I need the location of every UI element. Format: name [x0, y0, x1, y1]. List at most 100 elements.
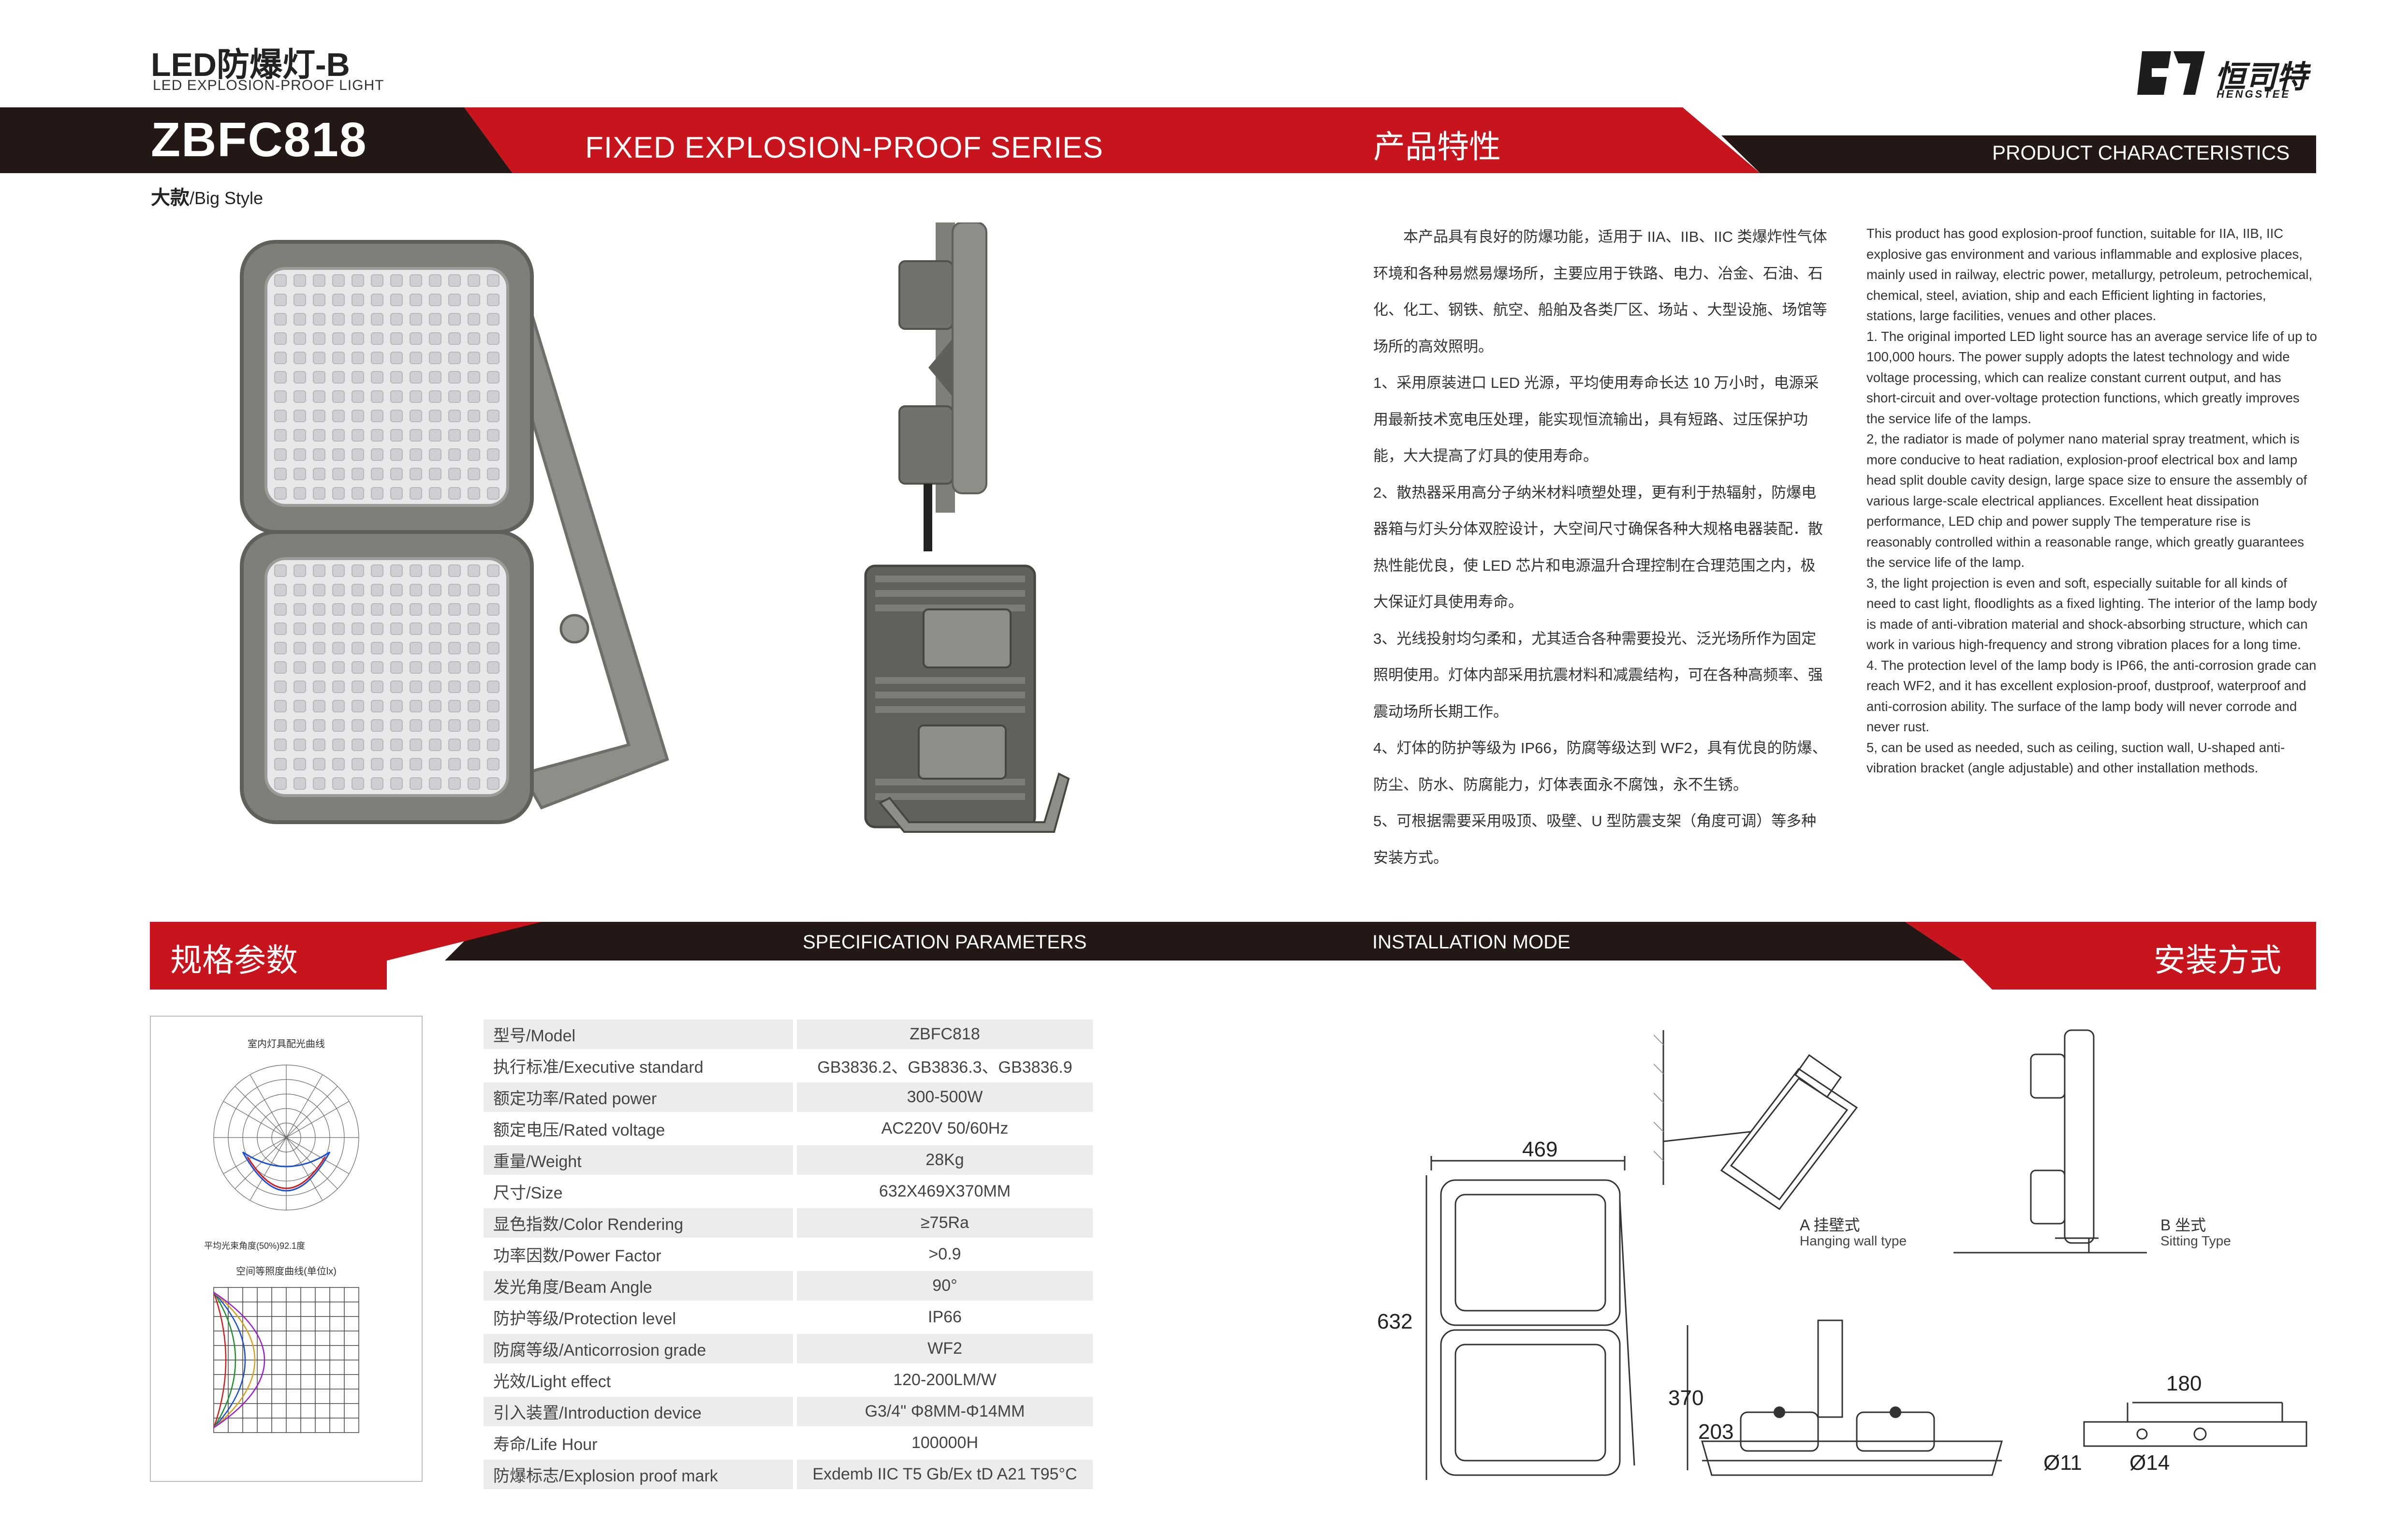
characteristics-heading-cn: 产品特性: [1373, 129, 1501, 164]
product-front-image: [240, 240, 669, 824]
header-band: [0, 107, 2408, 173]
spec-heading-cn: 规格参数: [170, 942, 298, 978]
spec-value: >0.9: [797, 1240, 1093, 1269]
install-heading-en: INSTALLATION MODE: [1372, 932, 1571, 953]
spec-key: 寿命/Life Hour: [484, 1428, 797, 1458]
spec-key: 引入装置/Introduction device: [484, 1397, 797, 1426]
style-label-cn: 大款: [151, 187, 190, 208]
mode-b-label-cn: B 坐式: [2160, 1216, 2206, 1234]
char-cn-5: 5、可根据需要采用吸顶、吸壁、U 型防震支架（角度可调）等多种安装方式。: [1373, 813, 1817, 866]
spec-key: 光效/Light effect: [484, 1365, 797, 1395]
spec-value: G3/4" Φ8MM-Φ14MM: [797, 1397, 1093, 1426]
table-row: 显色指数/Color Rendering≥75Ra: [484, 1208, 1093, 1238]
style-label: 大款/Big Style: [151, 182, 263, 210]
polar-curve-chart: [213, 1065, 359, 1211]
hanging-wall-drawing: [1654, 1030, 1858, 1211]
characteristics-heading-en: PRODUCT CHARACTERISTICS: [1992, 141, 2290, 164]
char-en-intro: This product has good explosion-proof fu…: [1866, 226, 2313, 323]
dim-width: 469: [1522, 1138, 1558, 1161]
char-en-4: 4. The protection level of the lamp body…: [1866, 657, 2317, 735]
spec-heading-en: SPECIFICATION PARAMETERS: [803, 932, 1087, 953]
char-cn-2: 2、散热器采用高分子纳米材料喷塑处理，更有利于热辐射，防爆电器箱与灯头分体双腔设…: [1373, 484, 1823, 611]
front-dimension-drawing: [1425, 1156, 1635, 1480]
beam-angle-note: 平均光束角度(50%)92.1度: [204, 1241, 306, 1251]
spec-value: IP66: [797, 1302, 1093, 1332]
dim-depth: 370: [1668, 1386, 1704, 1410]
spec-key: 执行标准/Executive standard: [484, 1051, 797, 1080]
spec-key: 显色指数/Color Rendering: [484, 1208, 797, 1238]
table-row: 功率因数/Power Factor>0.9: [484, 1240, 1093, 1269]
spec-value: 90°: [797, 1271, 1093, 1301]
hole-diameter-14: Ø14: [2129, 1451, 2170, 1475]
iso-illuminance-chart: [213, 1287, 359, 1433]
model-number: ZBFC818: [151, 113, 367, 167]
side-depth-drawing: [1687, 1319, 2003, 1476]
spec-value: 28Kg: [797, 1145, 1093, 1175]
spec-value: Exdemb IIC T5 Gb/Ex tD A21 T95°C: [797, 1460, 1093, 1489]
product-side-image: [898, 222, 987, 551]
spec-key: 重量/Weight: [484, 1145, 797, 1175]
spec-value: 100000H: [797, 1428, 1093, 1458]
mode-a-label-cn: A 挂壁式: [1800, 1216, 1860, 1234]
dim-height: 632: [1377, 1310, 1413, 1333]
characteristics-cn: 本产品具有良好的防爆功能，适用于 IIA、IIB、IIC 类爆炸性气体环境和各种…: [1373, 219, 1828, 876]
spec-value: GB3836.2、GB3836.3、GB3836.9: [797, 1051, 1093, 1080]
hole-diameter-11: Ø11: [2043, 1451, 2082, 1475]
spec-value: ≥75Ra: [797, 1208, 1093, 1238]
spec-key: 防爆标志/Explosion proof mark: [484, 1460, 797, 1489]
product-back-image: [864, 564, 1070, 833]
mode-b-label-en: Sitting Type: [2160, 1233, 2231, 1248]
char-cn-3: 3、光线投射均匀柔和，尤其适合各种需要投光、泛光场所作为固定照明使用。灯体内部采…: [1373, 630, 1823, 720]
brand-name-cn: 恒司特: [2215, 59, 2307, 94]
char-en-2: 2, the radiator is made of polymer nano …: [1866, 431, 2307, 570]
char-en-5: 5, can be used as needed, such as ceilin…: [1866, 739, 2285, 776]
sitting-type-drawing: [1953, 1029, 2147, 1254]
spec-band: [150, 922, 2316, 990]
spec-value: 632X469X370MM: [797, 1177, 1093, 1206]
spec-value: ZBFC818: [797, 1020, 1093, 1049]
char-en-1: 1. The original imported LED light sourc…: [1866, 328, 2317, 426]
spec-key: 额定功率/Rated power: [484, 1082, 797, 1112]
bracket-hole-drawing: [2083, 1402, 2307, 1447]
series-name: FIXED EXPLOSION-PROOF SERIES: [585, 131, 1103, 164]
char-cn-4: 4、灯体的防护等级为 IP66，防腐等级达到 WF2，具有优良的防爆、防尘、防水…: [1373, 739, 1827, 793]
char-cn-1: 1、采用原装进口 LED 光源，平均使用寿命长达 10 万小时，电源采用最新技术…: [1373, 374, 1819, 464]
spec-value: 300-500W: [797, 1082, 1093, 1112]
install-heading-cn: 安装方式: [2154, 942, 2281, 978]
polar-curve-title: 室内灯具配光曲线: [248, 1039, 325, 1050]
spec-key: 额定电压/Rated voltage: [484, 1114, 797, 1143]
spec-value: WF2: [797, 1334, 1093, 1363]
photometric-panel: 室内灯具配光曲线 平均光束角度(50%)92.1度 空间等照度曲线(单位lx): [150, 1016, 423, 1482]
dim-180: 180: [2166, 1372, 2202, 1395]
style-label-en: /Big Style: [190, 188, 264, 208]
brand-logo: [2137, 51, 2205, 95]
characteristics-en: This product has good explosion-proof fu…: [1866, 223, 2317, 779]
char-en-3: 3, the light projection is even and soft…: [1866, 575, 2317, 652]
spec-key: 型号/Model: [484, 1020, 797, 1049]
dim-203: 203: [1698, 1420, 1734, 1444]
spec-key: 尺寸/Size: [484, 1177, 797, 1206]
product-subtitle: LED EXPLOSION-PROOF LIGHT: [153, 77, 384, 93]
mode-a-label-en: Hanging wall type: [1800, 1233, 1907, 1248]
char-cn-intro: 本产品具有良好的防爆功能，适用于 IIA、IIB、IIC 类爆炸性气体环境和各种…: [1373, 228, 1827, 355]
spec-value: AC220V 50/60Hz: [797, 1114, 1093, 1143]
spec-value: 120-200LM/W: [797, 1365, 1093, 1395]
spec-key: 功率因数/Power Factor: [484, 1240, 797, 1269]
product-title: LED防爆灯-B: [151, 46, 350, 83]
spec-key: 发光角度/Beam Angle: [484, 1271, 797, 1301]
brand-name-en: HENGSTEE: [2217, 88, 2291, 100]
